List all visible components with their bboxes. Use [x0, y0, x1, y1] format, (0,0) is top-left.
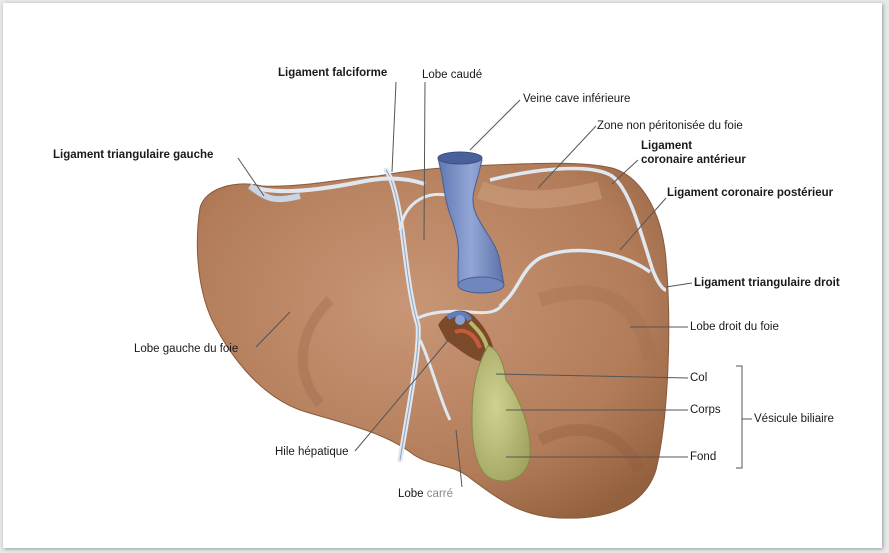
label-veine-cave-inferieure: Veine cave inférieure — [523, 92, 630, 106]
label-zone-non-peritonisee: Zone non péritonisée du foie — [597, 119, 743, 133]
leader-falciforme — [392, 82, 396, 172]
label-ligament-triangulaire-gauche: Ligament triangulaire gauche — [53, 148, 213, 162]
label-ligament-coronaire-anterieur-line1: Ligament — [641, 139, 692, 153]
label-lobe-carre-word2: carré — [427, 488, 453, 500]
label-lobe-gauche: Lobe gauche du foie — [134, 342, 238, 356]
label-col: Col — [690, 371, 707, 385]
vena-cava-lower-end — [458, 277, 504, 293]
label-vesicule-biliaire: Vésicule biliaire — [754, 412, 834, 426]
label-hile-hepatique: Hile hépatique — [275, 445, 349, 459]
label-ligament-coronaire-posterieur: Ligament coronaire postérieur — [667, 186, 833, 200]
label-lobe-carre: Lobe carré — [398, 487, 453, 501]
label-fond: Fond — [690, 450, 716, 464]
liver-shape — [197, 163, 668, 518]
label-corps: Corps — [690, 403, 721, 417]
label-lobe-carre-word1: Lobe — [398, 488, 424, 500]
label-ligament-coronaire-anterieur-line2: coronaire antérieur — [641, 153, 746, 167]
leader-triangulaire-droit — [666, 283, 692, 287]
label-ligament-triangulaire-droit: Ligament triangulaire droit — [694, 276, 840, 290]
leader-veine-cave — [470, 100, 520, 150]
vesicule-bracket — [736, 366, 752, 468]
vena-cava-opening — [438, 152, 482, 164]
bare-area-highlight — [480, 190, 600, 199]
label-lobe-caude: Lobe caudé — [422, 68, 482, 82]
label-ligament-falciforme: Ligament falciforme — [278, 66, 387, 80]
label-lobe-droit: Lobe droit du foie — [690, 320, 779, 334]
